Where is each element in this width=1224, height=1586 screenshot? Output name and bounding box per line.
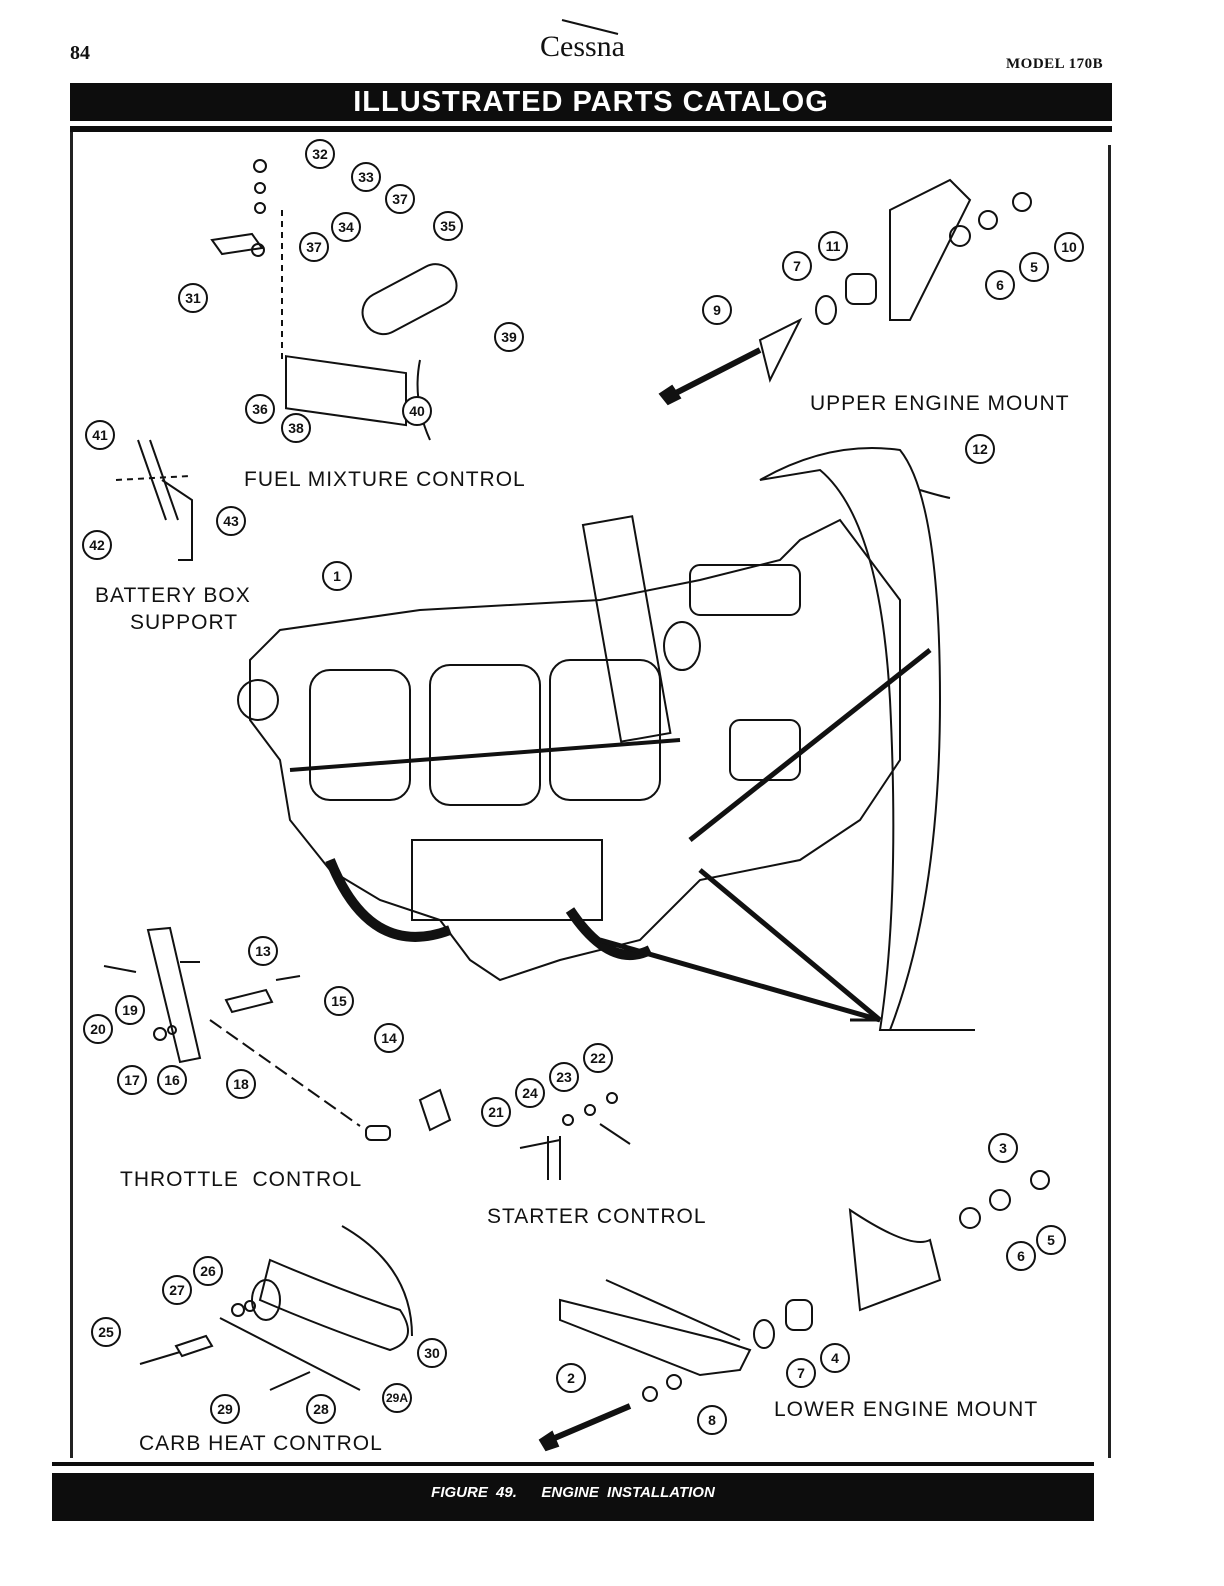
callout-20: 20: [83, 1014, 113, 1044]
callout-26: 26: [193, 1256, 223, 1286]
callout-30: 30: [417, 1338, 447, 1368]
callout-14: 14: [374, 1023, 404, 1053]
label-throttle-control: THROTTLE CONTROL: [120, 1168, 363, 1191]
brand-logo: Cessna: [540, 30, 625, 63]
label-fuel-mixture-control: FUEL MIXTURE CONTROL: [244, 468, 526, 491]
label-battery-box: BATTERY BOX: [95, 584, 251, 607]
callout-6b: 6: [1006, 1241, 1036, 1271]
label-upper-engine-mount: UPPER ENGINE MOUNT: [810, 392, 1070, 415]
callout-12: 12: [965, 434, 995, 464]
callout-4: 4: [820, 1343, 850, 1373]
callout-7b: 7: [786, 1358, 816, 1388]
callout-27: 27: [162, 1275, 192, 1305]
firewall: [600, 448, 975, 1030]
callout-29: 29: [210, 1394, 240, 1424]
callout-42: 42: [82, 530, 112, 560]
callout-34: 34: [331, 212, 361, 242]
throttle-parts: [104, 928, 450, 1140]
footer-band: [52, 1473, 1094, 1521]
upper-mount-parts: [660, 180, 1031, 404]
starter-parts: [520, 1093, 630, 1180]
callout-5b: 5: [1036, 1225, 1066, 1255]
callout-2: 2: [556, 1363, 586, 1393]
callout-13: 13: [248, 936, 278, 966]
callout-5: 5: [1019, 252, 1049, 282]
callout-15: 15: [324, 986, 354, 1016]
callout-17: 17: [117, 1065, 147, 1095]
callout-37: 37: [385, 184, 415, 214]
callout-23: 23: [549, 1062, 579, 1092]
callout-9: 9: [702, 295, 732, 325]
label-lower-engine-mount: LOWER ENGINE MOUNT: [774, 1398, 1039, 1421]
callout-18: 18: [226, 1069, 256, 1099]
engine-block: [238, 516, 900, 980]
callout-10: 10: [1054, 232, 1084, 262]
title-banner: [70, 83, 1112, 121]
callout-6: 6: [985, 270, 1015, 300]
callout-3: 3: [988, 1133, 1018, 1163]
frame-left: [70, 132, 73, 1458]
lower-mount-parts: [540, 1171, 1049, 1450]
callout-8: 8: [697, 1405, 727, 1435]
callout-7: 7: [782, 251, 812, 281]
callout-32: 32: [305, 139, 335, 169]
callout-33: 33: [351, 162, 381, 192]
label-battery-support: SUPPORT: [130, 611, 239, 634]
frame-right: [1108, 145, 1111, 1458]
callout-38: 38: [281, 413, 311, 443]
callout-21: 21: [481, 1097, 511, 1127]
top-rule: [70, 126, 1112, 132]
callout-19: 19: [115, 995, 145, 1025]
model-label: MODEL 170B: [1006, 56, 1104, 72]
callout-36: 36: [245, 394, 275, 424]
callout-25: 25: [91, 1317, 121, 1347]
brand-swoosh-icon: [561, 19, 619, 35]
callout-16: 16: [157, 1065, 187, 1095]
page-title: ILLUSTRATED PARTS CATALOG: [353, 86, 829, 118]
battery-box-parts: [116, 440, 192, 560]
callout-43: 43: [216, 506, 246, 536]
callout-22: 22: [583, 1043, 613, 1073]
label-starter-control: STARTER CONTROL: [487, 1205, 707, 1228]
callout-37b: 37: [299, 232, 329, 262]
callout-39: 39: [494, 322, 524, 352]
page-number: 84: [70, 42, 90, 64]
callout-11: 11: [818, 231, 848, 261]
footer-rule: [52, 1462, 1094, 1466]
callout-1: 1: [322, 561, 352, 591]
callout-31: 31: [178, 283, 208, 313]
callout-24: 24: [515, 1078, 545, 1108]
callout-29a: 29A: [382, 1383, 412, 1413]
carb-heat-parts: [140, 1226, 412, 1390]
callout-28: 28: [306, 1394, 336, 1424]
callout-40: 40: [402, 396, 432, 426]
callout-35: 35: [433, 211, 463, 241]
label-carb-heat-control: CARB HEAT CONTROL: [139, 1432, 383, 1455]
callout-41: 41: [85, 420, 115, 450]
figure-caption: FIGURE 49. ENGINE INSTALLATION: [431, 1484, 715, 1501]
